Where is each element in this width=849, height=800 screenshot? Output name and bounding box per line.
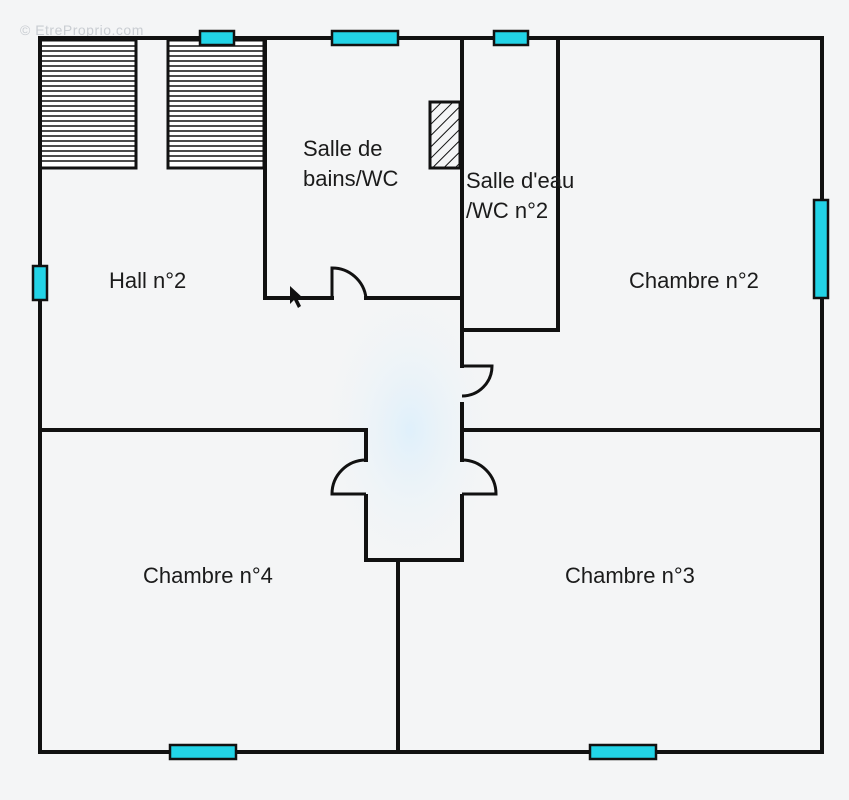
- door-bedroom-3: [461, 458, 498, 496]
- window-top-2: [330, 29, 400, 47]
- staircase-left: [38, 38, 138, 170]
- doors: [330, 266, 498, 496]
- staircase-right: [166, 38, 266, 170]
- window-left: [31, 264, 49, 302]
- label-hall: Hall n°2: [109, 268, 187, 293]
- duct-hatched: [428, 100, 462, 170]
- window-top-1: [198, 29, 236, 47]
- label-salle-de-bains: Salle de bains/WC: [303, 134, 398, 194]
- label-chambre-2: Chambre n°2: [629, 268, 759, 293]
- label-salle-d-eau: Salle d'eau /WC n°2: [466, 166, 574, 226]
- label-salle-de-bains-line1: Salle de: [303, 136, 383, 161]
- pointer-cursor-icon: [290, 286, 303, 308]
- window-right: [812, 198, 830, 300]
- door-bedroom-2: [461, 364, 494, 398]
- window-bottom-1: [168, 743, 238, 761]
- label-salle-d-eau-line2: /WC n°2: [466, 198, 549, 223]
- label-salle-de-bains-line2: bains/WC: [303, 166, 399, 191]
- door-bathroom: [330, 266, 368, 299]
- label-salle-d-eau-line1: Salle d'eau: [466, 168, 575, 193]
- label-chambre-4: Chambre n°4: [143, 563, 273, 588]
- outer-wall: [38, 36, 824, 754]
- salle-eau-wall: [460, 36, 560, 332]
- bathroom-wall-left: [263, 36, 334, 300]
- window-bottom-2: [588, 743, 658, 761]
- walls: [38, 36, 824, 754]
- windows: [31, 29, 830, 761]
- window-top-3: [492, 29, 530, 47]
- door-bedroom-4: [330, 458, 367, 496]
- label-chambre-3: Chambre n°3: [565, 563, 695, 588]
- watermark: © EtreProprio.com: [20, 22, 144, 38]
